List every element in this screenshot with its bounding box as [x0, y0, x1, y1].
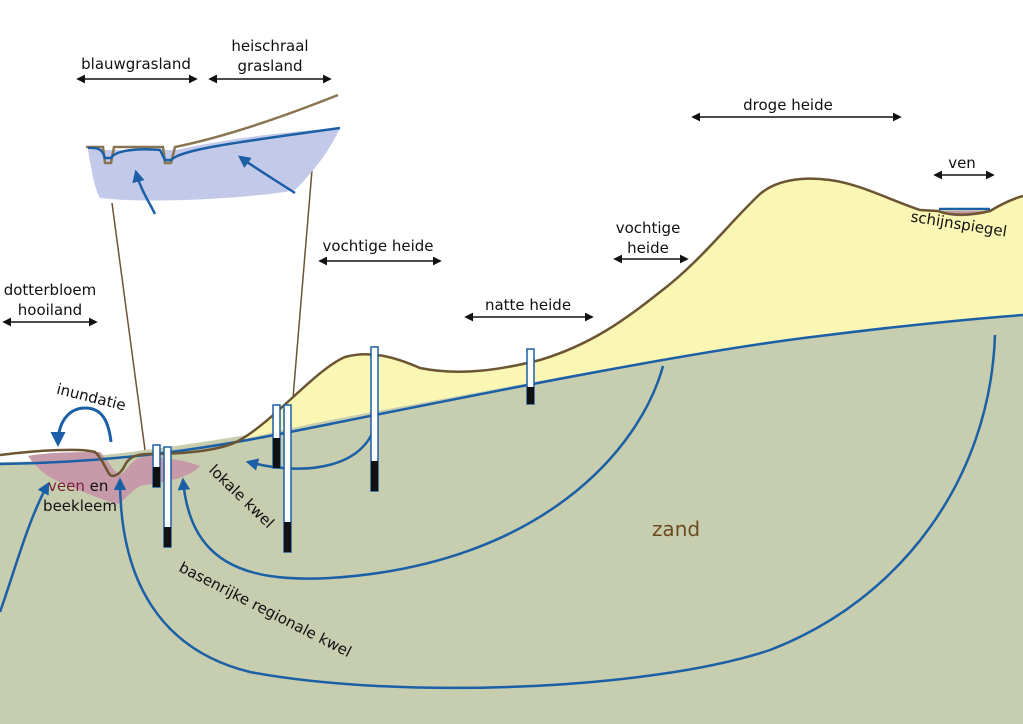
groundwater-table	[0, 313, 1023, 466]
piezometer	[163, 446, 172, 548]
label-vochtige-heide-2-line2: heide	[627, 239, 669, 257]
piezometer	[152, 444, 161, 488]
label-natte-heide: natte heide	[485, 296, 571, 314]
zoom-line-left	[111, 202, 146, 451]
piezometer	[370, 346, 379, 492]
inset-flow-arrow-right	[237, 155, 296, 195]
flow-short	[245, 424, 377, 471]
zoom-line-right	[292, 169, 313, 399]
label-heischraal-line2: grasland	[237, 57, 302, 75]
piezometer	[272, 404, 281, 469]
inset-flow-arrow-left	[132, 169, 157, 215]
flow-regional-kwel	[113, 334, 997, 690]
label-veen-en: veen en	[48, 477, 108, 495]
piezometer	[526, 348, 535, 405]
dry-sand-layer	[240, 178, 1023, 440]
piezometer	[283, 404, 292, 553]
sand-subsoil	[0, 315, 1023, 724]
surface-line	[0, 177, 1023, 477]
inundatie-arrow	[50, 406, 113, 447]
flow-left-edge	[0, 481, 50, 613]
label-beekleem: beekleem	[43, 497, 117, 515]
label-dotterbloem-line2: hooiland	[18, 301, 82, 319]
label-ven: ven	[948, 154, 976, 172]
inset-water-table	[87, 126, 341, 162]
label-dotterbloem-line1: dotterbloem	[4, 281, 97, 299]
label-heischraal-line1: heischraal	[231, 37, 308, 55]
label-vochtige-heide: vochtige heide	[322, 237, 433, 255]
inset-surface	[86, 93, 339, 165]
label-droge-heide: droge heide	[743, 96, 833, 114]
label-zand: zand	[652, 517, 700, 541]
flow-lokale-kwel	[177, 365, 665, 580]
label-vochtige-heide-2-line1: vochtige	[616, 219, 681, 237]
label-blauwgrasland: blauwgrasland	[81, 55, 191, 73]
